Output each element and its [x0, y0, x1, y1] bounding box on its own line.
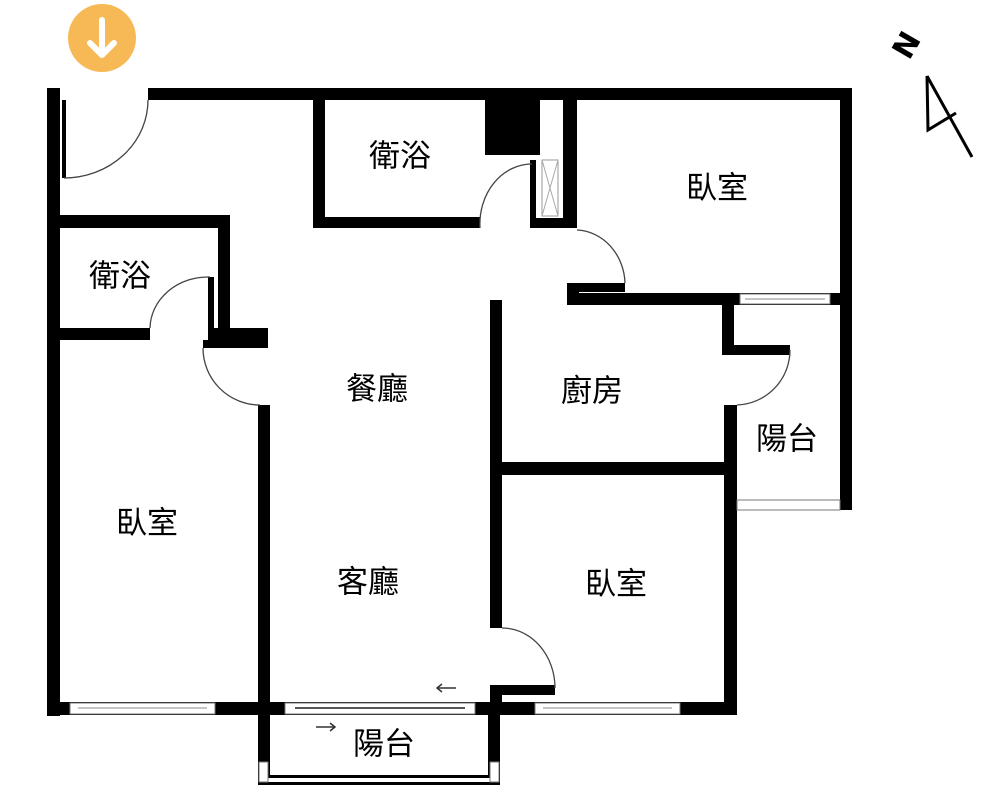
north-compass: N: [886, 26, 974, 158]
room-label-bedroom-top-right: 臥室: [686, 171, 748, 207]
room-label-balcony-bottom: 陽台: [353, 727, 415, 763]
windows: [69, 293, 841, 783]
room-label-dining-room: 餐廳: [346, 372, 408, 408]
sliding-arrow-left-icon: [435, 683, 456, 693]
room-label-balcony-right: 陽台: [756, 422, 818, 458]
room-label-living-room: 客廳: [337, 565, 399, 601]
duct-shaft: [541, 159, 559, 217]
arrow-down-icon: [87, 17, 117, 58]
compass-arrow-icon: [925, 75, 974, 158]
room-label-bath-left: 衛浴: [89, 259, 151, 295]
doors: [62, 99, 791, 689]
room-label-bedroom-left: 臥室: [116, 506, 178, 542]
room-label-kitchen: 廚房: [561, 374, 623, 410]
entry-marker[interactable]: [68, 4, 136, 72]
room-label-bedroom-bottom-right: 臥室: [585, 567, 647, 603]
sliding-arrow-right-icon: [316, 722, 337, 732]
room-label-bath-top: 衛浴: [369, 139, 431, 175]
compass-north-label: N: [886, 26, 929, 65]
